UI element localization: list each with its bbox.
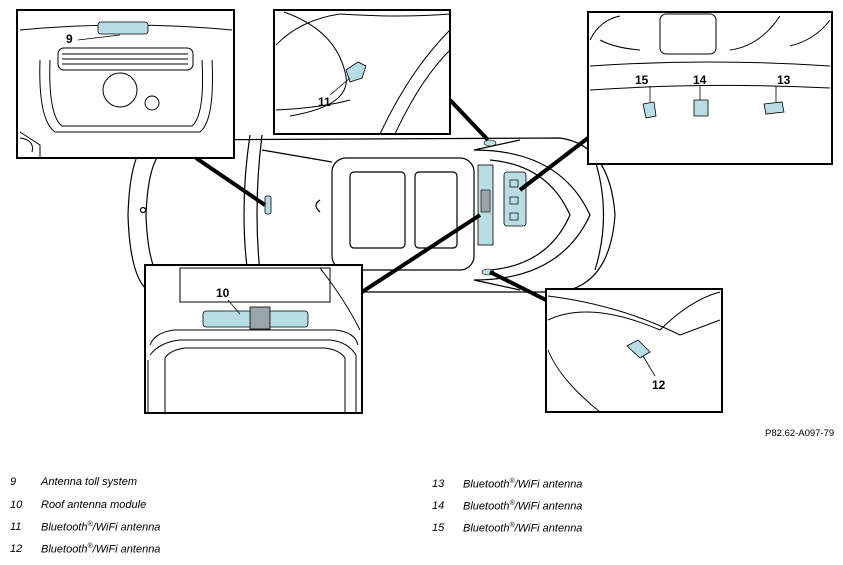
legend-text: Roof antenna module: [41, 499, 147, 511]
callout-9: 9: [66, 32, 73, 46]
roof-antenna-highlight: [477, 164, 494, 246]
legend-left: 9 Antenna toll system 10 Roof antenna mo…: [10, 476, 410, 564]
toll-antenna-marker: [264, 195, 272, 215]
mirror-antenna-marker-top: [483, 139, 497, 147]
detail-box-9: 9: [16, 9, 235, 159]
legend-text-rest: /WiFi antenna: [92, 521, 161, 534]
legend-num: 15: [432, 522, 445, 534]
registered-mark: ®: [87, 521, 93, 528]
legend-text: Bluetooth: [463, 478, 510, 491]
legend-num: 9: [10, 476, 17, 488]
detail-box-11: 11: [273, 9, 451, 135]
callout-14: 14: [693, 73, 707, 87]
legend-text: Bluetooth: [41, 521, 88, 534]
legend-text-rest: /WiFi antenna: [92, 543, 161, 556]
legend-num: 10: [10, 499, 23, 511]
legend-right: 13 Bluetooth®/WiFi antenna 14 Bluetooth®…: [432, 478, 832, 544]
antenna-15-part: [642, 101, 657, 119]
figure-code: P82.62-A097-79: [765, 428, 835, 439]
legend-text: Bluetooth: [41, 543, 88, 556]
legend-text: Antenna toll system: [41, 476, 137, 488]
detail-box-10: 10: [144, 264, 363, 414]
registered-mark: ®: [509, 522, 515, 529]
detail-box-12: 12: [545, 288, 723, 413]
legend-text-rest: /WiFi antenna: [514, 478, 583, 491]
legend-num: 13: [432, 478, 445, 490]
callout-13: 13: [777, 73, 791, 87]
legend-num: 11: [10, 521, 22, 533]
legend-num: 14: [432, 500, 445, 512]
toll-antenna-part: [97, 21, 149, 35]
detail-box-13-15: 15 14 13: [587, 11, 833, 165]
antenna-11-part: [345, 61, 367, 83]
callout-11: 11: [318, 95, 331, 109]
callout-12: 12: [652, 378, 666, 392]
callout-10: 10: [216, 286, 230, 300]
registered-mark: ®: [87, 543, 93, 550]
antenna-12-part: [626, 339, 651, 359]
legend-text-rest: /WiFi antenna: [514, 500, 583, 513]
registered-mark: ®: [509, 478, 515, 485]
legend-text: Bluetooth: [463, 500, 510, 513]
antenna-14-part: [693, 99, 709, 117]
antenna-location-diagram: 9 11 15: [16, 9, 833, 414]
legend-text-rest: /WiFi antenna: [514, 522, 583, 535]
callout-15: 15: [635, 73, 649, 87]
leader-lines: [194, 98, 590, 302]
registered-mark: ®: [509, 500, 515, 507]
legend-text: Bluetooth: [463, 522, 510, 535]
console-antennas-highlight: [503, 171, 527, 227]
antenna-13-part: [763, 101, 785, 115]
legend-num: 12: [10, 543, 23, 555]
